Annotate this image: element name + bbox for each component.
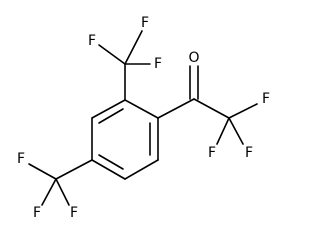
ring-bond — [91, 159, 126, 180]
molecule-canvas: F F F O F F F F F F — [17, 15, 270, 221]
atom-f: F — [154, 56, 162, 72]
bond — [193, 98, 230, 119]
bond — [228, 117, 244, 145]
ring-bond — [124, 159, 159, 180]
atom-f: F — [17, 151, 25, 167]
bond — [124, 30, 143, 65]
atom-f: F — [208, 145, 216, 161]
atom-f: F — [262, 91, 270, 107]
atom-f: F — [88, 33, 96, 49]
ring-double-bond — [98, 108, 124, 124]
bond — [228, 103, 258, 119]
bond — [98, 44, 126, 65]
atom-f: F — [70, 205, 78, 221]
atom-f: F — [245, 145, 253, 161]
structure-diagram: F F F O F F F F F F — [17, 15, 270, 221]
bond — [157, 98, 195, 119]
trifluoromethyl-bottom: F F F — [17, 151, 93, 221]
atom-f: F — [141, 15, 149, 31]
ring-bond — [124, 99, 159, 119]
atom-f: F — [33, 205, 41, 221]
bond — [55, 159, 93, 180]
bond — [55, 178, 70, 206]
bond — [28, 163, 57, 180]
bond — [216, 117, 230, 145]
trifluoromethyl-top: F F F — [88, 15, 162, 101]
benzene-ring — [91, 99, 159, 180]
atom-o: O — [188, 50, 199, 66]
trifluoroacetyl-group: O F F F — [157, 50, 270, 161]
ring-bond — [91, 99, 126, 119]
bond — [41, 178, 57, 206]
ring-double-bond — [98, 154, 124, 170]
